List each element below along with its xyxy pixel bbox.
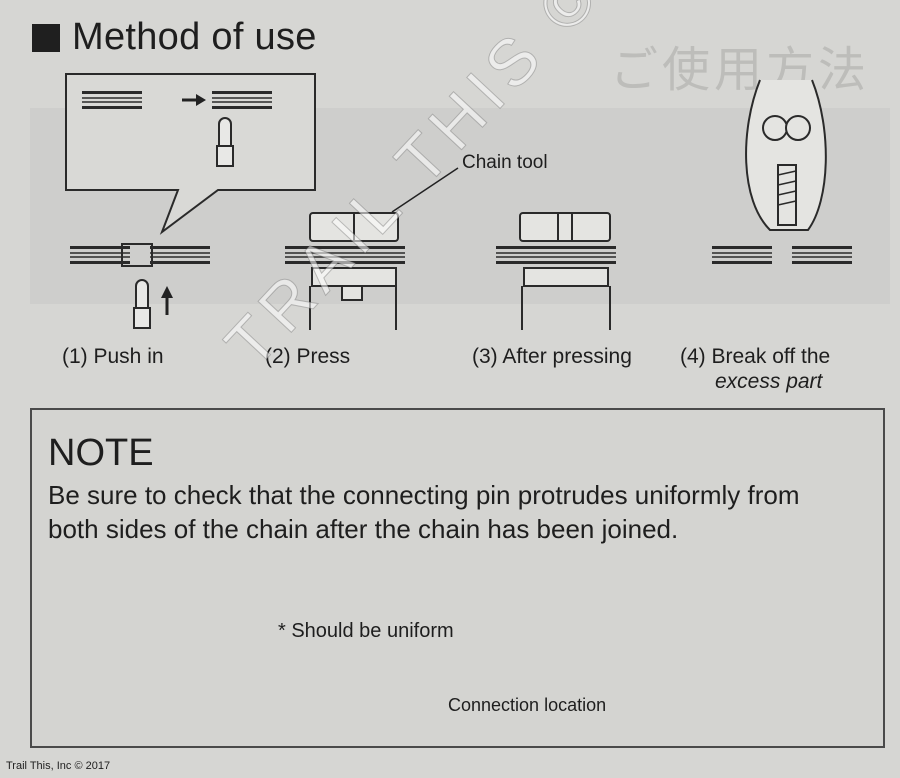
- connection-location-label: Connection location: [448, 695, 607, 715]
- step-4-label: (4) Break off the: [680, 345, 831, 368]
- step-2-label: (2) Press: [265, 345, 351, 368]
- step4-illustration: [711, 79, 853, 265]
- bleed-through-text: ご使用方法: [610, 42, 871, 98]
- chain-tool-callout: Chain tool: [462, 152, 548, 173]
- header-square-icon: [32, 23, 60, 52]
- step1-illustration: [69, 243, 211, 329]
- step-3-label: (3) After pressing: [472, 345, 632, 368]
- step3-illustration: [495, 212, 617, 330]
- note-title: NOTE: [48, 432, 154, 474]
- step-1-label: (1) Push in: [62, 345, 164, 368]
- step2-illustration: [284, 212, 406, 330]
- section-header: Method of use: [32, 16, 317, 59]
- chain-tool-leader: [391, 167, 459, 213]
- section-title: Method of use: [72, 16, 317, 58]
- push-in-inset-bubble: [65, 73, 316, 235]
- note-box: [30, 408, 885, 748]
- step-4-label-line2: excess part: [715, 370, 823, 393]
- uniform-label: * Should be uniform: [278, 620, 454, 642]
- copyright-footer: Trail This, Inc © 2017: [6, 760, 111, 772]
- note-body: Be sure to check that the connecting pin…: [48, 480, 800, 544]
